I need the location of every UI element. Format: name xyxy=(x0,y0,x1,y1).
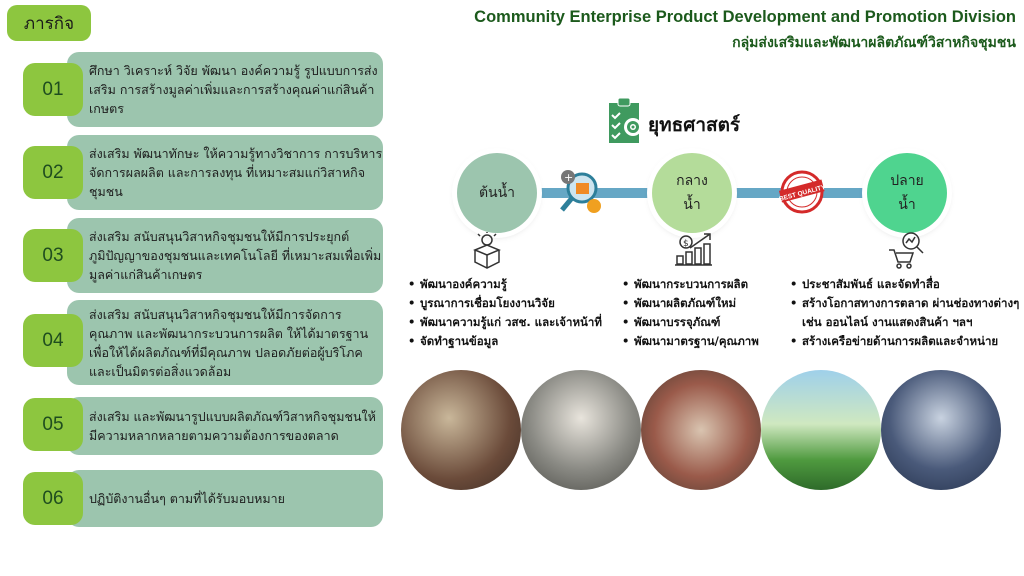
photo-meeting xyxy=(401,370,521,490)
mission-text: ส่งเสริม พัฒนาทักษะ ให้ความรู้ทางวิชาการ… xyxy=(89,146,383,199)
bullet-item: พัฒนามาตรฐาน/คุณภาพ xyxy=(622,332,787,351)
mission-number: 05 xyxy=(23,398,83,451)
mission-card-03: ส่งเสริม สนับสนุนวิสาหกิจชุมชนให้มีการปร… xyxy=(67,218,383,293)
bullet-item: ประชาสัมพันธ์ และจัดทำสื่อ xyxy=(790,275,1022,294)
bullet-item: พัฒนาผลิตภัณฑ์ใหม่ xyxy=(622,294,787,313)
bullet-item: สร้างเครือข่ายด้านการผลิตและจำหน่าย xyxy=(790,332,1022,351)
stage-downstream: ปลาย น้ำ xyxy=(867,153,947,233)
mission-card-02: ส่งเสริม พัฒนาทักษะ ให้ความรู้ทางวิชาการ… xyxy=(67,135,383,210)
downstream-bullets: ประชาสัมพันธ์ และจัดทำสื่อ สร้างโอกาสทาง… xyxy=(790,275,1022,351)
photo-product-display xyxy=(761,370,881,490)
best-quality-badge-icon: BEST QUALITY xyxy=(778,170,826,214)
division-title-th: กลุ่มส่งเสริมและพัฒนาผลิตภัณฑ์วิสาหกิจชุ… xyxy=(732,35,1016,51)
photo-food-processing xyxy=(641,370,761,490)
stage-upstream: ต้นน้ำ xyxy=(457,153,537,233)
bullet-item: พัฒนาองค์ความรู้ xyxy=(408,275,618,294)
mission-card-06: ปฏิบัติงานอื่นๆ ตามที่ได้รับมอบหมาย xyxy=(67,470,383,527)
svg-text:$: $ xyxy=(683,239,689,249)
mission-number: 01 xyxy=(23,63,83,116)
mission-text: ส่งเสริม สนับสนุนวิสาหกิจชุมชนให้มีการปร… xyxy=(89,229,382,282)
mission-text: ส่งเสริม และพัฒนารูปแบบผลิตภัณฑ์วิสาหกิจ… xyxy=(89,409,376,443)
product-research-icon: + xyxy=(560,170,601,213)
idea-box-icon xyxy=(473,232,501,269)
bullet-item: บูรณาการเชื่อมโยงงานวิจัย xyxy=(408,294,618,313)
mission-text: ส่งเสริม สนับสนุนวิสาหกิจชุมชนให้มีการจั… xyxy=(89,306,369,379)
division-title-en: Community Enterprise Product Development… xyxy=(474,8,1016,26)
svg-text:+: + xyxy=(564,171,573,184)
stage-label: ต้นน้ำ xyxy=(478,185,516,201)
bullet-item: พัฒนาความรู้แก่ วสช. และเจ้าหน้าที่ xyxy=(408,313,618,332)
mission-number: 02 xyxy=(23,146,83,199)
mission-number: 06 xyxy=(23,472,83,525)
stage-label: ปลาย น้ำ xyxy=(890,173,924,213)
mission-card-04: ส่งเสริม สนับสนุนวิสาหกิจชุมชนให้มีการจั… xyxy=(67,300,383,385)
clipboard-target-icon xyxy=(609,97,642,143)
stage-midstream: กลาง น้ำ xyxy=(652,153,732,233)
mission-card-01: ศึกษา วิเคราะห์ วิจัย พัฒนา องค์ความรู้ … xyxy=(67,52,383,127)
mission-number: 03 xyxy=(23,229,83,282)
bullet-item: พัฒนากระบวนการผลิต xyxy=(622,275,787,294)
mission-number: 04 xyxy=(23,314,83,367)
mission-text: ศึกษา วิเคราะห์ วิจัย พัฒนา องค์ความรู้ … xyxy=(89,63,378,116)
bullet-item: จัดทำฐานข้อมูล xyxy=(408,332,618,351)
upstream-bullets: พัฒนาองค์ความรู้ บูรณาการเชื่อมโยงงานวิจ… xyxy=(408,275,618,351)
photo-exhibition xyxy=(881,370,1001,490)
bullet-item: สร้างโอกาสทางการตลาด ผ่านช่องทางต่างๆ เช… xyxy=(790,294,1022,332)
midstream-bullets: พัฒนากระบวนการผลิต พัฒนาผลิตภัณฑ์ใหม่ พั… xyxy=(622,275,787,351)
mission-title: ภารกิจ xyxy=(7,5,91,41)
mission-card-05: ส่งเสริม และพัฒนารูปแบบผลิตภัณฑ์วิสาหกิจ… xyxy=(67,397,383,455)
finance-growth-icon: $ xyxy=(675,233,712,266)
bullet-item: พัฒนาบรรจุภัณฑ์ xyxy=(622,313,787,332)
mission-text: ปฏิบัติงานอื่นๆ ตามที่ได้รับมอบหมาย xyxy=(89,491,285,506)
photo-production-training xyxy=(521,370,641,490)
stage-label: กลาง น้ำ xyxy=(676,173,708,213)
market-analysis-cart-icon xyxy=(889,232,924,269)
strategy-title: ยุทธศาสตร์ xyxy=(648,114,741,136)
